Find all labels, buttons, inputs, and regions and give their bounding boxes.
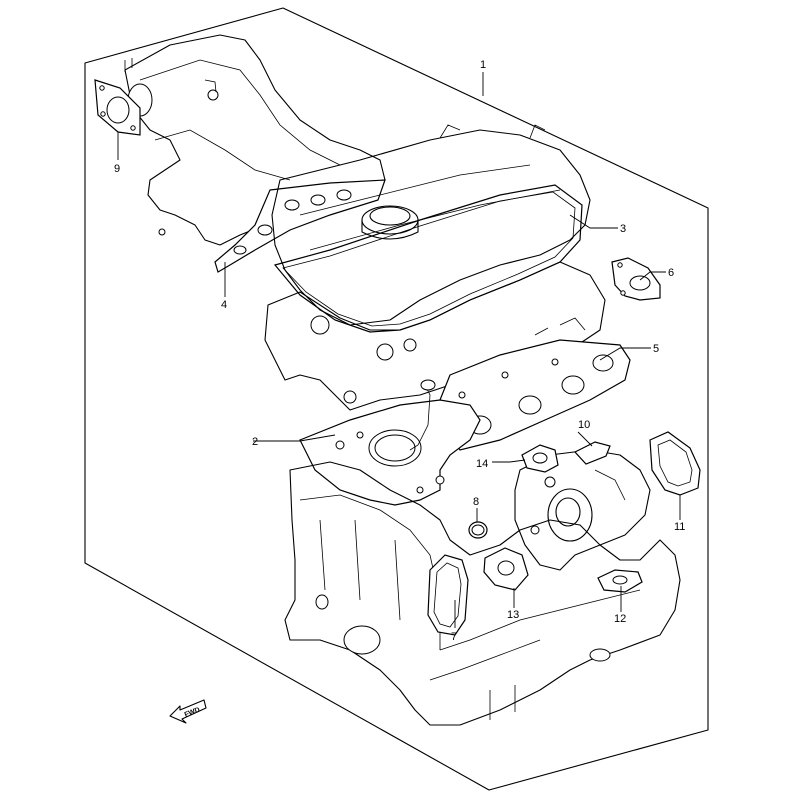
- kit-box-outline: [84, 7, 709, 791]
- egr-gasket: [611, 257, 661, 301]
- callout-4: 4: [221, 299, 227, 311]
- callout-9: 9: [114, 163, 120, 175]
- callout-10: 10: [578, 419, 590, 431]
- cylinder-head-gasket: [299, 379, 481, 506]
- callout-6: 6: [668, 267, 674, 279]
- forward-direction-arrow: FWD: [169, 699, 207, 724]
- intake-manifold: [124, 34, 386, 246]
- throttle-body-gasket: [94, 79, 141, 136]
- callout-13: 13: [507, 609, 519, 621]
- leader-lines: [117, 72, 681, 628]
- thermostat-cap-gasket: [574, 441, 611, 465]
- inlet-pipe-gasket: [521, 444, 559, 473]
- callout-3: 3: [620, 223, 626, 235]
- callout-1: 1: [480, 59, 486, 71]
- callout-8: 8: [473, 496, 479, 508]
- o-ring: [468, 521, 488, 539]
- callout-11: 11: [674, 521, 685, 533]
- thermostat-case-gasket: [649, 431, 701, 496]
- callout-2: 2: [252, 436, 258, 448]
- intake-manifold-gasket: [214, 179, 386, 273]
- callout-5: 5: [653, 343, 659, 355]
- callout-numbers: 1 2 3 4 5 6 7 8 9 10 11 12 13 14: [114, 59, 685, 643]
- water-pipe-gasket: [483, 547, 529, 591]
- oil-filter-gasket: [597, 569, 643, 593]
- water-inlet-gasket: [427, 554, 469, 636]
- callout-7: 7: [451, 631, 457, 643]
- callout-12: 12: [614, 613, 626, 625]
- callout-14: 14: [476, 458, 488, 470]
